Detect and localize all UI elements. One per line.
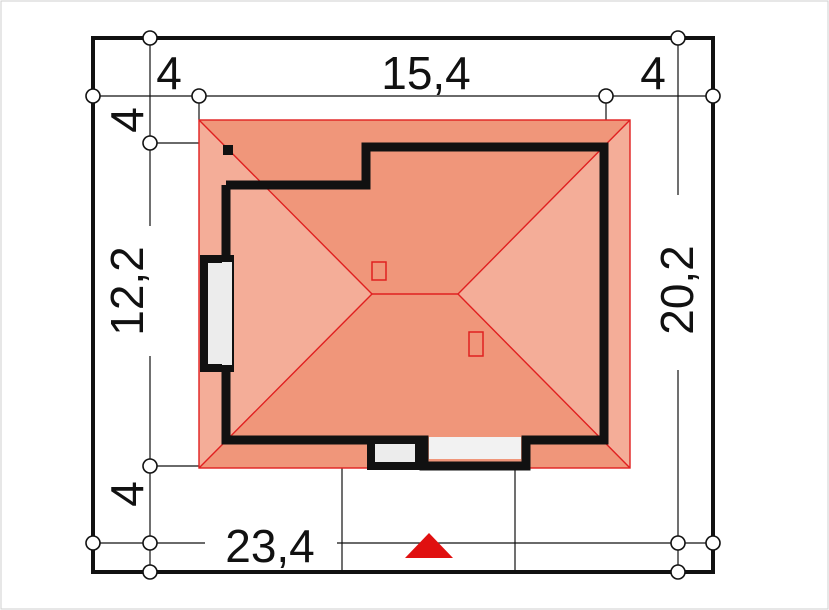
bay-window-glass: [222, 262, 232, 365]
chimney-2: [468, 331, 484, 357]
red-triangle-icon: [405, 533, 453, 558]
dim-bottom-total: 23,4: [225, 520, 315, 572]
roof-plane-left: [199, 120, 372, 468]
roof-plan: [198, 119, 631, 469]
entrance-porch: [367, 436, 423, 470]
dim-top-right-setback: 4: [640, 47, 666, 99]
dim-top-width: 15,4: [381, 47, 471, 99]
terrace-area: [429, 437, 521, 459]
chimney-1: [371, 261, 387, 281]
roof-plane-right: [458, 120, 630, 468]
dimension-nodes: [85, 30, 721, 580]
plot-boundary: [91, 36, 715, 574]
label-backgrounds: [112, 195, 702, 566]
dim-left-bottom-setback: 4: [101, 481, 153, 507]
wall-post: [223, 145, 233, 155]
dim-top-left-setback: 4: [156, 47, 182, 99]
dim-right-total: 20,2: [651, 245, 703, 335]
house-walls: [200, 142, 609, 471]
dim-left-top-setback: 4: [101, 107, 153, 133]
dim-left-depth: 12,2: [101, 246, 153, 336]
